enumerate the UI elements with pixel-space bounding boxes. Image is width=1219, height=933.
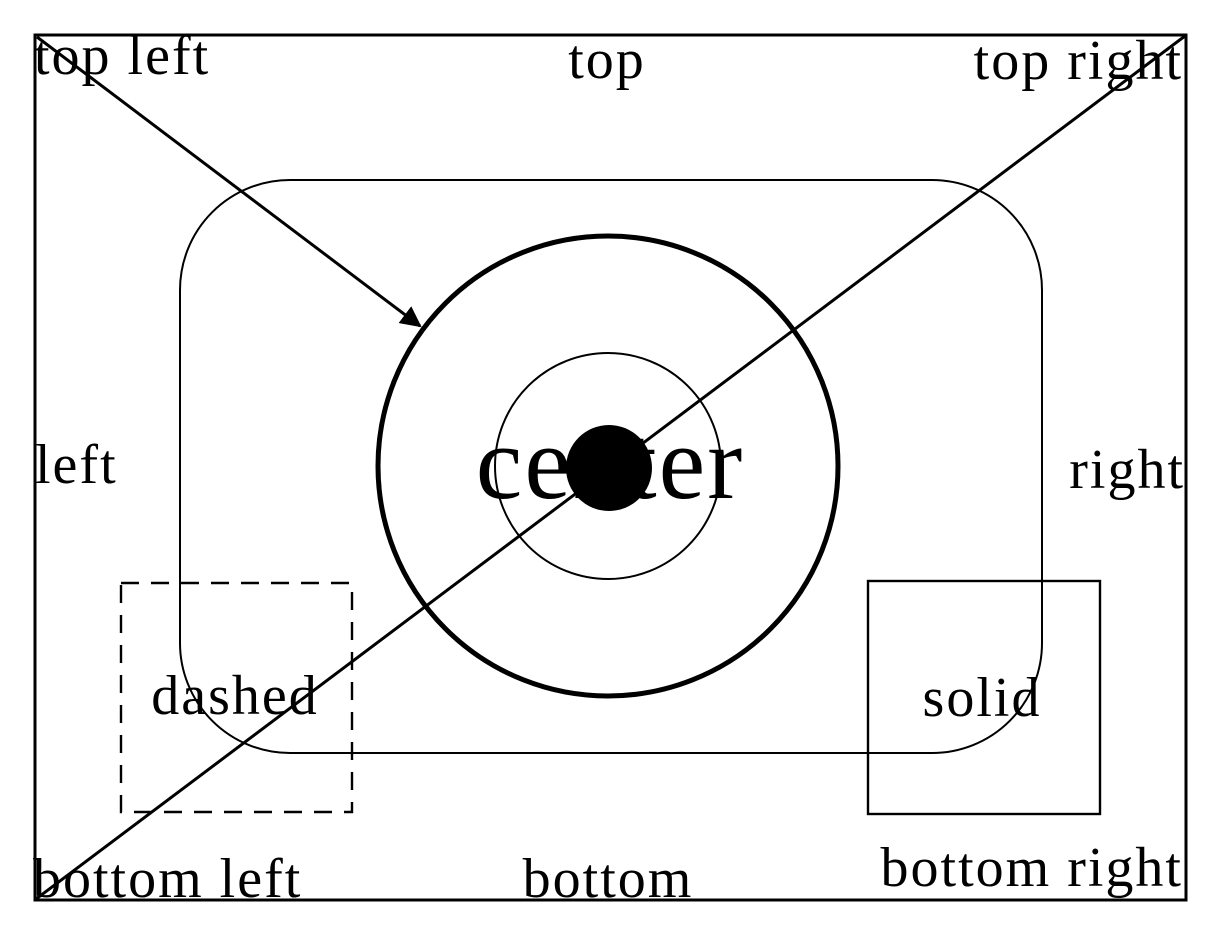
- label-solid: solid: [922, 667, 1042, 729]
- label-bottom-right: bottom right: [880, 837, 1183, 899]
- label-bottom-left: bottom left: [33, 848, 303, 910]
- label-right: right: [1069, 439, 1185, 501]
- label-top-right: top right: [973, 30, 1183, 92]
- label-dashed: dashed: [151, 665, 319, 727]
- label-bottom: bottom: [522, 848, 694, 910]
- label-left: left: [35, 434, 118, 496]
- label-top-left: top left: [34, 25, 211, 87]
- label-top: top: [568, 29, 646, 91]
- label-center: center: [475, 404, 745, 521]
